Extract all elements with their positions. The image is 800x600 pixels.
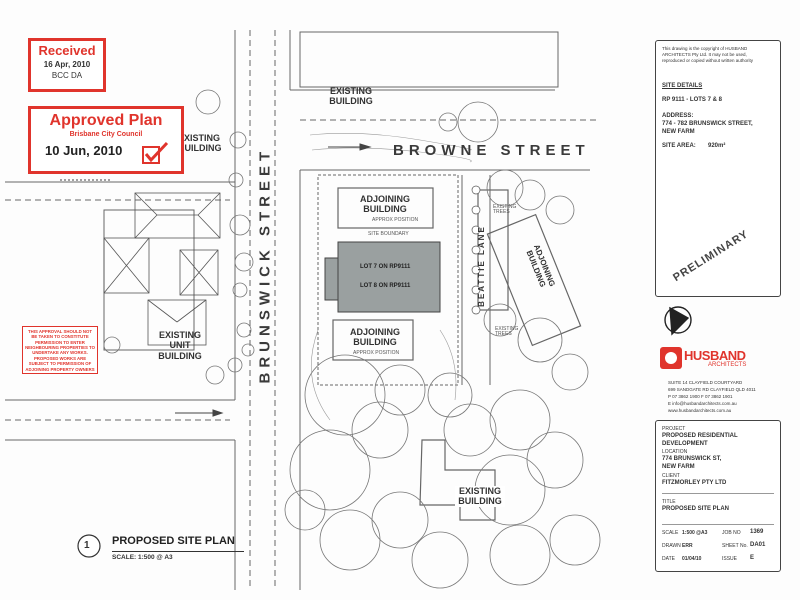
site-area-value: 920m² — [708, 143, 726, 149]
firm-address-2: 699 Sandgate Rd Clayfield QLD 4011 — [668, 387, 756, 392]
north-arrow — [664, 306, 692, 336]
preliminary-watermark: PRELIMINARY — [671, 228, 751, 285]
sheet-value: DA01 — [750, 542, 766, 548]
approved-plan-date: 10 Jun, 2010 — [45, 143, 123, 158]
site-details-panel: This drawing is the copyright of HUSBAND… — [655, 40, 781, 297]
firm-name: HUSBAND — [684, 348, 746, 363]
date-label: DATE — [662, 556, 675, 562]
firm-phone: P 07 3862 1900 F 07 3862 1901 — [668, 394, 733, 399]
adjoining-building-right — [486, 213, 582, 347]
browne-street-label: BROWNE STREET — [393, 142, 590, 159]
address-line-2: NEW FARM — [662, 129, 695, 135]
drawing-scale: SCALE: 1:500 @ A3 — [112, 554, 173, 561]
received-stamp-title: Received — [38, 43, 96, 58]
existing-trees-label-top: EXISTING TREES — [493, 204, 517, 215]
job-label: JOB NO — [722, 530, 741, 536]
contours — [309, 133, 472, 421]
neighbour-approval-note: THIS APPROVAL SHOULD NOT BE TAKEN TO CON… — [22, 326, 98, 374]
location-label: LOCATION — [662, 449, 688, 455]
drawing-title-underline — [112, 551, 244, 552]
adjoining-building-top — [337, 187, 434, 229]
client-value: FITZMORLEY PTY LTD — [662, 480, 727, 486]
drawn-value: ERR — [682, 543, 693, 549]
existing-building-bottom-label: EXISTING BUILDING — [455, 486, 505, 507]
project-label: PROJECT — [662, 426, 686, 432]
firm-web: www.husbandarchitects.com.au — [668, 408, 732, 413]
copyright-line-3: reproduced or copied without written aut… — [662, 58, 754, 63]
beattie-lane-label: BEATTIE LANE — [477, 225, 486, 307]
drawing-number: 1 — [84, 540, 90, 551]
existing-unit-building-label: EXISTING UNIT BUILDING — [158, 330, 202, 361]
rp-lots: RP 9111 - LOTS 7 & 8 — [662, 97, 722, 103]
adjoining-building-bottom-approx: APPROX POSITION — [353, 350, 400, 356]
drawing-title: PROPOSED SITE PLAN — [112, 535, 235, 547]
checkbox-tick-icon — [142, 141, 169, 164]
site-boundary-label-top: SITE BOUNDARY — [368, 231, 409, 237]
copyright-line-2: ARCHITECTS Pty Ltd. It may not be used, — [662, 52, 747, 57]
proposed-development — [324, 241, 441, 313]
approved-plan-title: Approved Plan — [49, 112, 163, 129]
title-value: PROPOSED SITE PLAN — [662, 506, 730, 512]
adjoining-building-bottom-label: ADJOINING BUILDING — [349, 327, 400, 348]
lot8-label: LOT 8 on RP9111 — [360, 283, 411, 289]
existing-building-top-label: EXISTING BUILDING — [329, 86, 373, 107]
lane-trees — [471, 185, 481, 315]
issue-label: ISSUE — [722, 556, 738, 562]
client-label: CLIENT — [662, 473, 680, 479]
scale-markers — [60, 143, 372, 417]
issue-value: E — [750, 555, 755, 561]
project-line-2: DEVELOPMENT — [662, 441, 708, 447]
sheet-label: SHEET No. — [722, 543, 748, 549]
lot7-label: LOT 7 on RP9111 — [360, 264, 411, 270]
adjoining-building-top-label: ADJOINING BUILDING — [359, 194, 410, 215]
logo-mark-icon — [660, 347, 682, 369]
site-details-heading: SITE DETAILS — [662, 83, 703, 89]
location-line-1: 774 BRUNSWICK ST, — [662, 456, 722, 462]
adjoining-building-bottom — [332, 319, 414, 361]
scale-value: 1:500 @A3 — [682, 530, 708, 536]
adjoining-building-top-approx: APPROX POSITION — [372, 217, 419, 223]
address-label: ADDRESS: — [662, 113, 694, 119]
unit-building-roof-lines — [103, 192, 221, 346]
job-value: 1369 — [750, 529, 764, 535]
firm-email: E info@husbandarchitects.com.au — [668, 401, 737, 406]
site-boundary — [317, 174, 459, 386]
drawing-number-circle — [77, 534, 101, 558]
existing-building-left-label: EXISTING BUILDING — [178, 133, 222, 154]
existing-building-top — [299, 31, 559, 88]
approved-plan-stamp: Approved Plan Brisbane City Council 10 J… — [28, 106, 184, 174]
project-line-1: PROPOSED RESIDENTIAL — [662, 433, 738, 439]
scale-label: SCALE — [662, 530, 679, 536]
title-block: PROJECT PROPOSED RESIDENTIAL DEVELOPMENT… — [655, 420, 781, 572]
address-line-1: 774 - 782 BRUNSWICK STREET, — [662, 121, 753, 127]
brunswick-street-label: BRUNSWICK STREET — [256, 146, 274, 384]
drawn-label: DRAWN — [662, 543, 681, 549]
approved-plan-council: Brisbane City Council — [69, 131, 143, 138]
firm-address-1: Suite 14 Clayfield Courtyard — [668, 380, 743, 385]
received-stamp-ref: BCC DA — [51, 71, 83, 80]
received-stamp: Received 16 Apr, 2010 BCC DA — [28, 38, 106, 92]
location-line-2: NEW FARM — [662, 464, 695, 470]
firm-sub: ARCHITECTS — [708, 362, 747, 368]
existing-building-bottom — [419, 439, 496, 521]
title-label: TITLE — [662, 499, 676, 505]
copyright-line-1: This drawing is the copyright of HUSBAND — [662, 46, 748, 51]
received-stamp-date: 16 Apr, 2010 — [43, 60, 91, 69]
trees — [103, 89, 601, 589]
date-value: 01/04/10 — [682, 556, 702, 562]
site-area-label: SITE AREA: — [662, 143, 696, 149]
existing-trees-label-bottom: EXISTING TREES — [495, 326, 519, 337]
